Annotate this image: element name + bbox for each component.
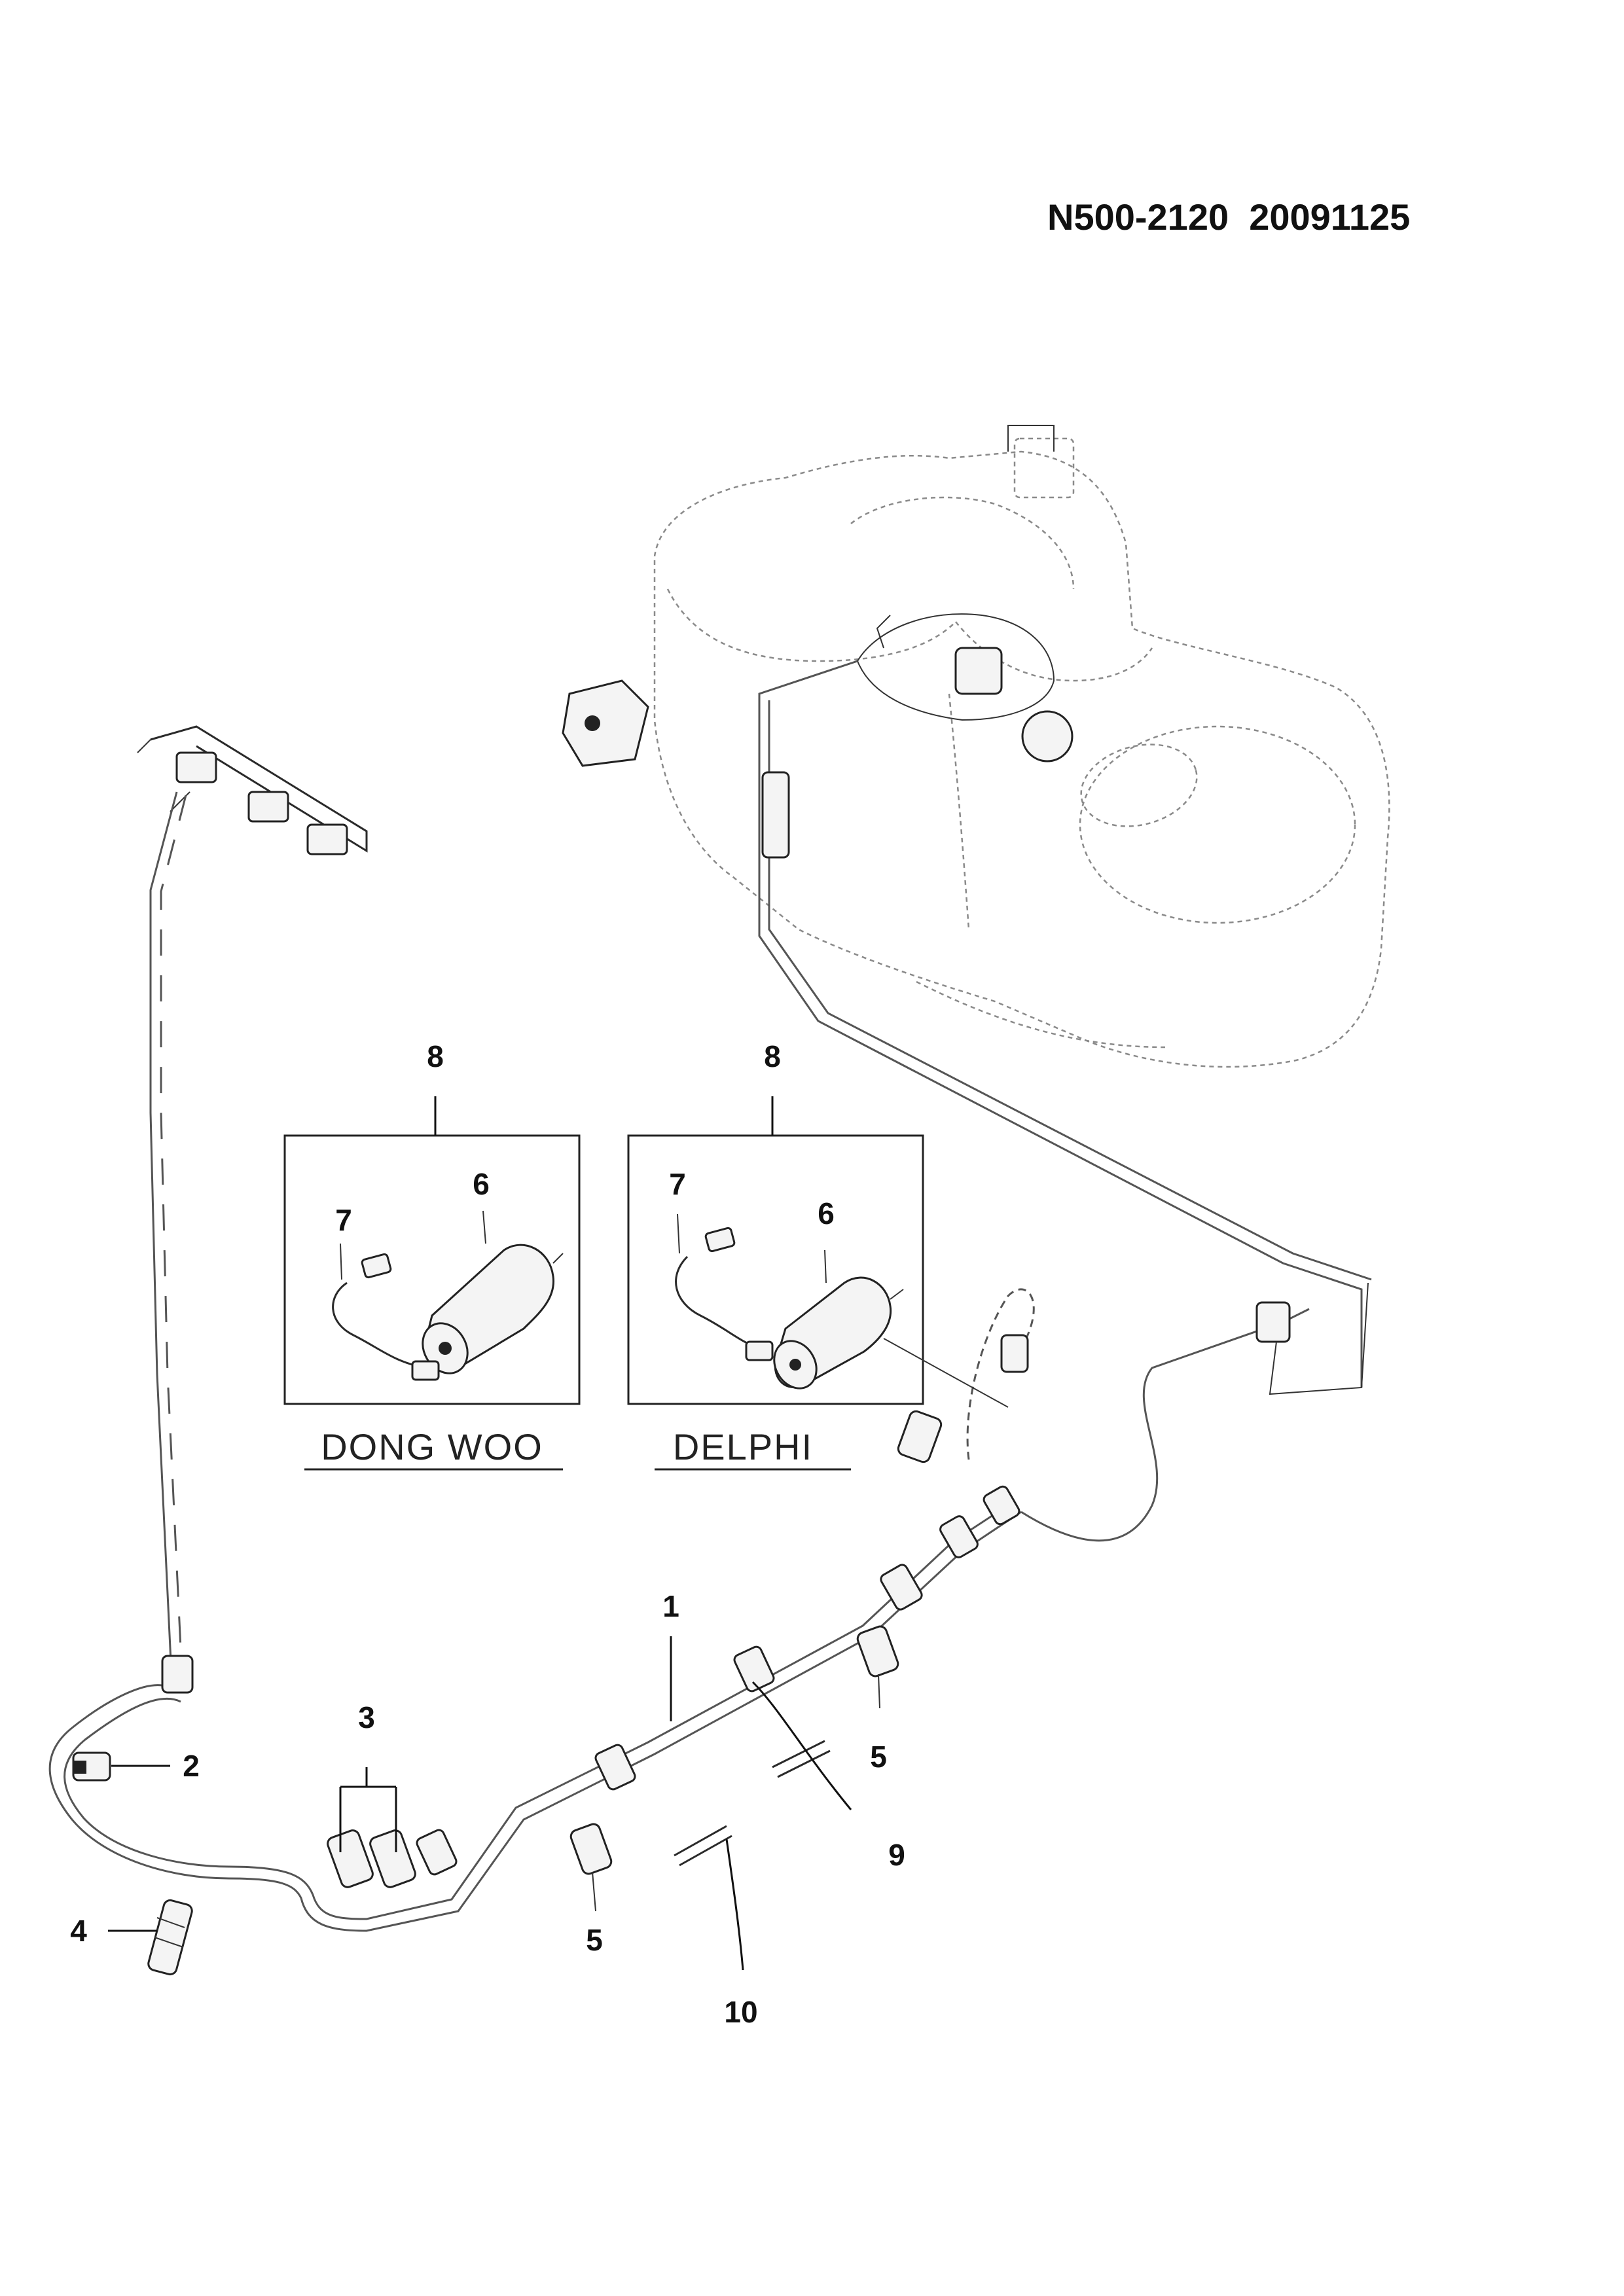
callout-clip-left: 5 (586, 1923, 603, 1957)
fuel-filter-installed (897, 1282, 1369, 1463)
line-clips (161, 1301, 1291, 1876)
callout-pipe-sleeve-upper: 9 (888, 1838, 905, 1872)
inset-dong-woo: 8 6 7 DONG WOO (283, 1039, 581, 1471)
main-fuel-line (48, 1511, 1022, 1932)
fuel-tank (653, 437, 1390, 1068)
callout-connector: 4 (70, 1914, 87, 1948)
tank-line-sleeve (761, 771, 790, 859)
connector-part (147, 1899, 193, 1976)
callout-clip-right: 5 (870, 1740, 887, 1774)
harness-callout: 7 (335, 1203, 352, 1237)
clip-part (72, 1751, 111, 1782)
return-fuel-line (1020, 1308, 1310, 1542)
fuel-filter-icon (422, 1244, 564, 1374)
inset-part-number-callout: 8 (764, 1039, 781, 1073)
inset-part-number-callout: 8 (427, 1039, 444, 1073)
wiring-harness-icon (675, 1227, 774, 1361)
inset-delphi: 8 6 7 DELPHI (627, 1039, 1009, 1471)
tank-bracket (562, 679, 649, 767)
filter-callout: 6 (818, 1196, 835, 1230)
callout-fuel-line: 1 (662, 1589, 679, 1623)
document-code: N500-2120 20091125 (1047, 196, 1411, 238)
fuel-rail (137, 725, 368, 855)
clip-5-parts (569, 1625, 899, 1912)
callout-pipe-sleeve-lower: 10 (724, 1995, 757, 2029)
brand-label: DONG WOO (321, 1426, 543, 1467)
fuel-pump-module (856, 425, 1074, 762)
fuel-filter-icon (773, 1276, 1009, 1408)
callout-double-clip: 3 (358, 1700, 375, 1734)
tank-fuel-line (758, 660, 1363, 1388)
harness-callout: 7 (669, 1167, 686, 1201)
callout-labels: 1 2 3 4 5 5 9 10 (70, 1589, 905, 2029)
filter-callout: 6 (473, 1167, 490, 1201)
brand-label: DELPHI (673, 1426, 813, 1467)
double-clip-part (327, 1829, 416, 1888)
wiring-harness-icon (332, 1253, 440, 1381)
callout-clip: 2 (183, 1749, 200, 1783)
pipe-sleeves (674, 1740, 831, 1867)
rail-supply-line (149, 791, 178, 1676)
